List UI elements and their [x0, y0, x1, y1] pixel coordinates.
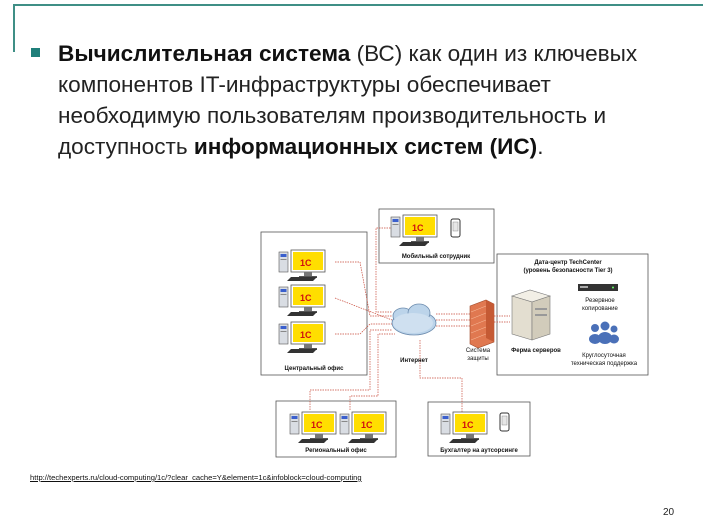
regional-office-pc-1: 1С — [289, 411, 337, 443]
slide-corner-line-horizontal — [13, 4, 703, 6]
body-text-run: . — [537, 134, 544, 159]
page-number: 20 — [663, 507, 675, 518]
connection-lines — [309, 227, 510, 412]
backup-label-line2: копирование — [582, 306, 618, 312]
backup-device-icon — [578, 284, 618, 291]
central-office-pc-1: 1С — [278, 249, 326, 281]
logo-1c-text: 1С — [300, 330, 312, 340]
security-label-line2: защиты — [467, 356, 488, 362]
logo-1c-text: 1С — [412, 223, 424, 233]
source-link[interactable]: http://techexperts.ru/cloud-computing/1c… — [30, 473, 362, 482]
support-team-icon — [589, 321, 619, 344]
backup-label-line1: Резервное — [585, 298, 615, 304]
accountant-pc: 1С — [440, 411, 488, 443]
datacenter-title-line1: Дата-центр TechCenter — [534, 260, 602, 266]
central-office-label: Центральный офис — [285, 365, 345, 372]
firewall-icon — [469, 299, 495, 349]
regional-office-pc-2: 1С — [339, 411, 387, 443]
central-office-pc-2: 1С — [278, 284, 326, 316]
slide-corner-line-vertical — [13, 4, 15, 52]
internet-label: Интернет — [400, 358, 428, 364]
security-label-line1: Система — [466, 348, 491, 354]
logo-1c-text: 1С — [462, 420, 474, 430]
cloud-icon — [391, 303, 437, 336]
mobile-employee-pc: 1С — [390, 214, 438, 246]
regional-office-label: Региональный офис — [305, 447, 367, 454]
accountant-label: Бухгалтер на аутсорсинге — [440, 448, 518, 454]
server-farm-icon — [511, 289, 551, 341]
logo-1c-text: 1С — [300, 293, 312, 303]
support-label-line2: техническая поддержка — [571, 361, 638, 367]
datacenter-title-line2: (уровень безопасности Tier 3) — [523, 267, 612, 274]
logo-1c-text: 1С — [311, 420, 323, 430]
body-text-bold-run: Вычислительная система — [58, 41, 351, 66]
phone-icon — [450, 218, 461, 238]
logo-1c-text: 1С — [361, 420, 373, 430]
body-text-bold-run: информационных систем (ИС) — [193, 134, 538, 159]
support-label-line1: Круглосуточная — [582, 353, 626, 359]
mobile-employee-label: Мобильный сотрудник — [402, 253, 470, 260]
central-office-pc-3: 1С — [278, 321, 326, 353]
phone-icon — [499, 412, 510, 432]
body-text-run: (ВС) как один из ключевых компонентов IT… — [58, 41, 638, 159]
bullet-marker — [31, 48, 40, 57]
slide-body-text: Вычислительная система (ВС) как один из … — [58, 38, 678, 162]
logo-1c-text: 1С — [300, 258, 312, 268]
server-farm-label: Ферма серверов — [511, 348, 561, 354]
